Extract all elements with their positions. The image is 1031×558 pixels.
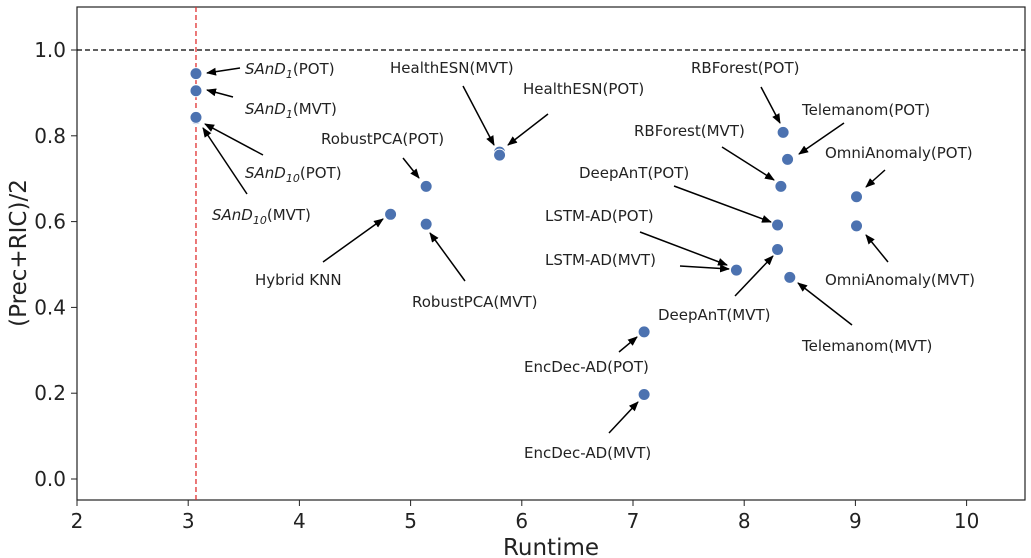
data-point	[419, 217, 433, 231]
y-tick-label: 0.6	[34, 210, 66, 234]
point-label: HealthESN(MVT)	[390, 59, 514, 77]
annotation-arrow	[429, 232, 466, 282]
annotation-arrow	[798, 122, 845, 155]
point-label: DeepAnT(POT)	[579, 164, 689, 182]
y-tick-label: 0.4	[34, 295, 66, 319]
point-label: DeepAnT(MVT)	[658, 306, 771, 324]
data-point	[419, 179, 433, 193]
x-tick-label: 9	[849, 509, 862, 533]
data-point	[384, 207, 398, 221]
data-point	[189, 110, 203, 124]
point-label: Telemanom(MVT)	[801, 337, 932, 355]
point-label: RBForest(POT)	[691, 59, 799, 77]
data-point	[774, 179, 788, 193]
x-tick-label: 8	[738, 509, 751, 533]
point-label: OmniAnomaly(POT)	[825, 144, 973, 162]
annotation-arrow	[402, 157, 420, 179]
annotation-arrow	[202, 127, 248, 195]
annotation-arrow	[206, 88, 234, 98]
annotation-arrow	[608, 401, 639, 434]
annotation-arrow	[206, 67, 241, 76]
annotation-arrow	[734, 255, 774, 297]
x-tick-label: 4	[293, 509, 306, 533]
data-point	[850, 190, 864, 204]
y-tick-label: 0.0	[34, 467, 66, 491]
data-point	[637, 325, 651, 339]
annotation-arrow	[679, 264, 730, 273]
point-label: RobustPCA(POT)	[321, 130, 444, 148]
point-label: RBForest(MVT)	[634, 122, 745, 140]
annotation-arrows	[202, 67, 889, 434]
point-label: RobustPCA(MVT)	[412, 293, 538, 311]
data-point	[493, 148, 507, 162]
annotation-arrow	[204, 123, 264, 156]
data-point	[729, 263, 743, 277]
x-tick-label: 5	[404, 509, 417, 533]
data-point	[771, 242, 785, 256]
y-tick-label: 0.8	[34, 124, 66, 148]
annotation-arrow	[507, 113, 549, 146]
annotation-arrow	[865, 169, 886, 188]
point-labels: SAnD1(POT) SAnD1(MVT) SAnD10(POT) SAnD10(MV…	[212, 59, 975, 462]
data-point	[637, 387, 651, 401]
annotation-arrow	[721, 146, 775, 181]
x-tick-label: 3	[182, 509, 195, 533]
x-tick-label: 2	[71, 509, 84, 533]
data-point	[783, 270, 797, 284]
point-label: SAnD10(POT)	[245, 164, 342, 185]
point-label: EncDec-AD(MVT)	[524, 444, 651, 462]
data-point	[781, 152, 795, 166]
y-tick-label: 0.2	[34, 381, 66, 405]
x-axis-title: Runtime	[503, 535, 599, 558]
annotation-arrow	[865, 234, 889, 263]
y-tick-label: 1.0	[34, 38, 66, 62]
data-point	[771, 218, 785, 232]
point-label: SAnD10(MVT)	[212, 206, 311, 227]
annotation-arrow	[322, 218, 384, 263]
data-points	[189, 67, 864, 401]
point-label: SAnD1(POT)	[245, 60, 335, 81]
annotation-arrow	[639, 231, 728, 266]
point-label: LSTM-AD(POT)	[545, 207, 654, 225]
plot-frame	[76, 6, 1026, 501]
y-axis-title: (Prec+RIC)/2	[6, 179, 32, 327]
x-tick-label: 6	[515, 509, 528, 533]
x-tick-label: 7	[627, 509, 640, 533]
data-point	[776, 125, 790, 139]
annotation-arrow	[797, 282, 853, 326]
point-label: SAnD1(MVT)	[245, 100, 337, 121]
annotation-arrow	[760, 86, 781, 124]
point-label: EncDec-AD(POT)	[524, 358, 649, 376]
point-label: LSTM-AD(MVT)	[545, 251, 656, 269]
point-label: OmniAnomaly(MVT)	[825, 271, 975, 289]
data-point	[189, 67, 203, 81]
x-tick-label: 10	[954, 509, 979, 533]
annotation-arrow	[462, 85, 495, 146]
point-label: Hybrid KNN	[255, 271, 342, 289]
data-point	[189, 84, 203, 98]
point-label: HealthESN(POT)	[523, 80, 644, 98]
data-point	[850, 219, 864, 233]
axis-ticks: 2 3 4 5 6 7 8 9 10 0.0 0.2 0.4 0.6 0.8 1.0	[34, 38, 979, 533]
annotation-arrow	[618, 336, 638, 353]
annotation-arrow	[673, 185, 772, 223]
point-label: Telemanom(POT)	[801, 101, 930, 119]
